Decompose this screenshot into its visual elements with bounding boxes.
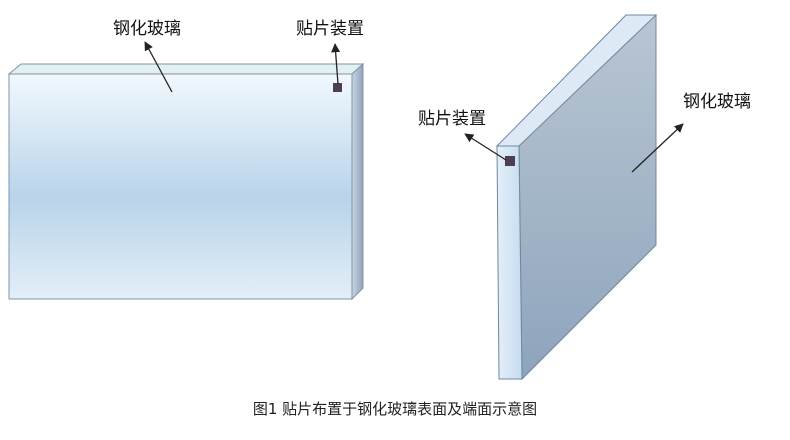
left-glass-label: 钢化玻璃	[113, 19, 181, 39]
right-glass-label: 钢化玻璃	[683, 92, 751, 112]
left-patch-label: 贴片装置	[296, 19, 364, 39]
left-glass-top-edge	[7, 63, 365, 75]
right-patch-label: 贴片装置	[418, 109, 486, 129]
left-patch-arrow	[331, 43, 341, 85]
figure-caption: 图1 贴片布置于钢化玻璃表面及端面示意图	[252, 400, 538, 418]
right-patch-arrow	[464, 133, 507, 161]
left-glass-arrow	[144, 41, 173, 93]
left-glass-side-edge	[351, 62, 364, 301]
right-glass-view: 贴片装置 钢化玻璃	[418, 14, 751, 381]
right-glass-arrow	[631, 123, 684, 173]
left-patch-device	[333, 83, 342, 92]
right-glass-end-face	[496, 145, 523, 380]
right-patch-device	[505, 156, 515, 166]
left-glass-view: 钢化玻璃 贴片装置	[7, 19, 365, 301]
left-glass-front-face	[8, 73, 353, 300]
